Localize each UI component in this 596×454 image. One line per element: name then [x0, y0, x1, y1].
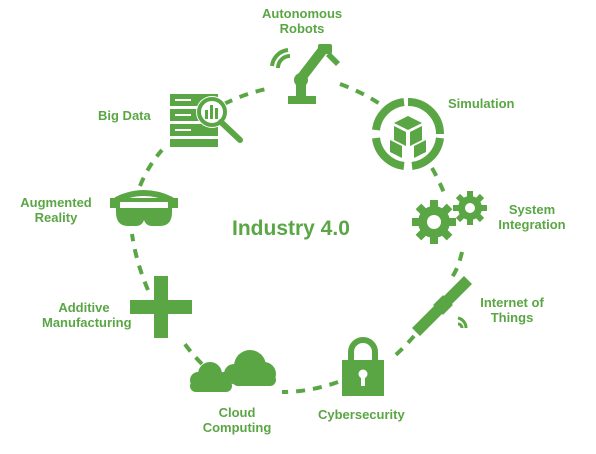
- internet-of-things-line2: Things: [490, 310, 534, 325]
- additive-manufacturing-line2: Manufacturing: [42, 315, 132, 330]
- server-magnifier-icon: [170, 94, 243, 147]
- system-integration-line2: Integration: [498, 217, 566, 232]
- cloud-computing-line1: Cloud: [218, 405, 256, 420]
- cloud-icon: [190, 350, 276, 392]
- node-label-system-integration: System Integration: [498, 202, 566, 232]
- center-title: Industry 4.0: [232, 217, 350, 240]
- node-label-cybersecurity: Cybersecurity: [318, 407, 405, 422]
- autonomous-robots-line2: Robots: [279, 21, 325, 36]
- node-label-additive-manufacturing: Additive Manufacturing: [42, 300, 132, 330]
- cloud-computing-line2: Computing: [202, 420, 272, 435]
- system-integration-line1: System: [508, 202, 556, 217]
- node-label-autonomous-robots: Autonomous Robots: [262, 6, 342, 36]
- node-label-big-data: Big Data: [98, 108, 151, 123]
- node-label-augmented-reality: Augmented Reality: [20, 195, 92, 225]
- vr-headset-icon: [110, 190, 178, 226]
- robot-arm-icon: [270, 44, 340, 104]
- internet-of-things-line1: Internet of: [480, 295, 544, 310]
- augmented-reality-line1: Augmented: [20, 195, 92, 210]
- padlock-icon: [342, 337, 384, 396]
- augmented-reality-line2: Reality: [34, 210, 78, 225]
- autonomous-robots-line1: Autonomous: [262, 6, 343, 21]
- satellite-icon: [412, 276, 472, 336]
- plus-icon: [130, 276, 192, 338]
- additive-manufacturing-line1: Additive: [58, 300, 110, 315]
- node-label-cloud-computing: Cloud Computing: [194, 405, 280, 435]
- gears-icon: [412, 191, 487, 244]
- cube-cycle-icon: [372, 98, 444, 170]
- node-label-simulation: Simulation: [448, 96, 515, 111]
- node-label-internet-of-things: Internet of Things: [476, 295, 548, 325]
